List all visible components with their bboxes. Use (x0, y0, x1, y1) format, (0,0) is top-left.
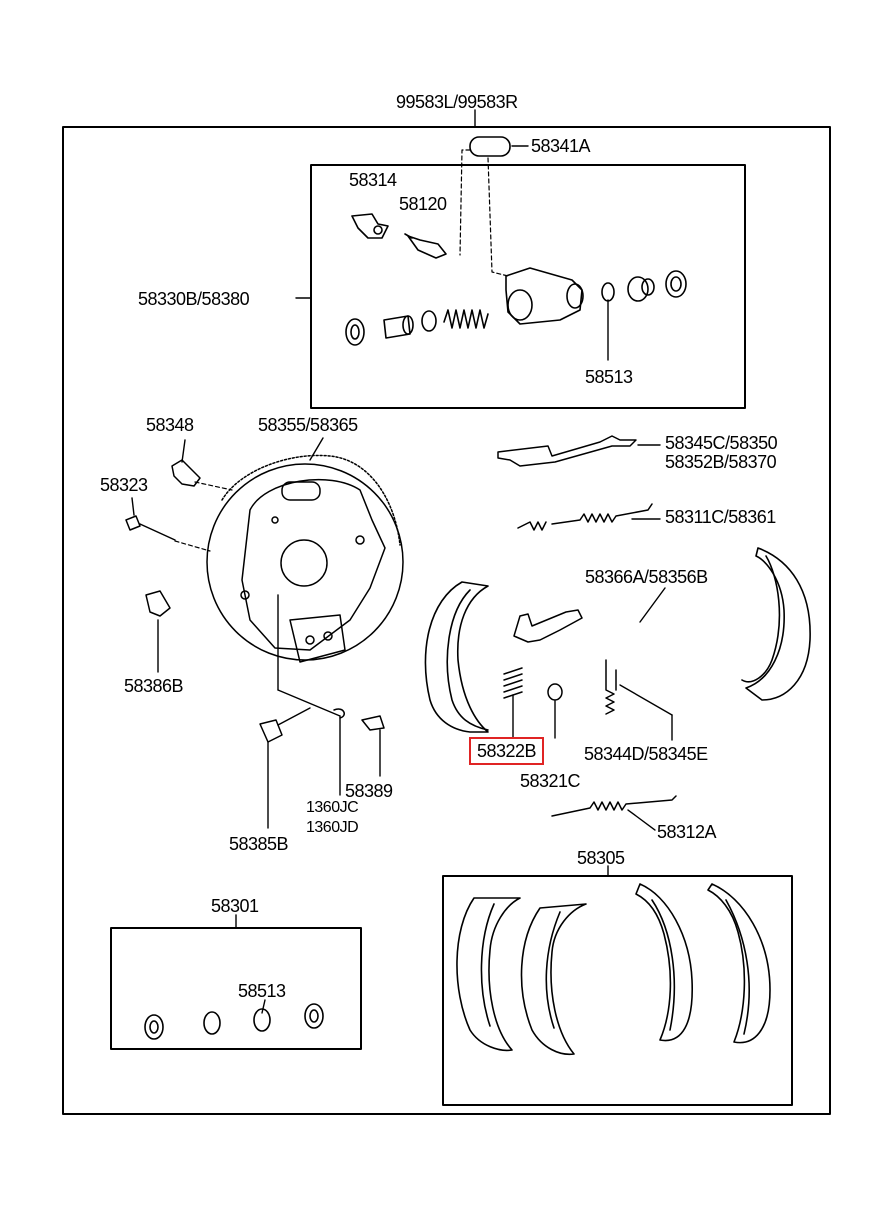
label-58323: 58323 (100, 475, 148, 495)
repair-kit-box (110, 927, 362, 1050)
label-58314: 58314 (349, 170, 397, 190)
label-58341A: 58341A (531, 136, 591, 156)
shoe-right-upper (745, 547, 811, 701)
lever-58366A (513, 609, 583, 643)
spring-58322B (503, 667, 523, 699)
wheel-cylinder-parts (345, 136, 687, 346)
label-58348: 58348 (146, 415, 194, 435)
cylinder-body (505, 267, 583, 325)
piston-right (627, 276, 649, 302)
spring-58344D (605, 659, 617, 715)
repair-kit-parts (144, 1003, 324, 1040)
bolt-58389 (361, 715, 385, 731)
wheel-cylinder-box (310, 164, 746, 409)
outer-frame (62, 126, 831, 1115)
cylinder-spring (443, 309, 489, 329)
bleeder-screw-58120 (407, 235, 447, 259)
label-58330B: 58330B/58380 (138, 289, 250, 309)
label-58389: 58389 (345, 781, 393, 801)
label-58344D: 58344D/58345E (584, 744, 708, 764)
clip-1360J (333, 708, 345, 719)
label-58385B: 58385B (229, 834, 289, 854)
label-58513-kit: 58513 (238, 981, 286, 1001)
plate-outline (206, 463, 404, 661)
label-58345C: 58345C/58350 (665, 433, 778, 453)
label-58322B: 58322B (469, 737, 545, 765)
seal-58513 (601, 282, 615, 302)
spring-58311C (517, 503, 653, 531)
label-58321C: 58321C (520, 771, 581, 791)
label-58366A: 58366A/58356B (585, 567, 708, 587)
shoe-left-58322 (424, 581, 489, 733)
bolt-58348 (171, 459, 201, 487)
label-58305: 58305 (577, 848, 625, 868)
label-58355: 58355/58365 (258, 415, 358, 435)
label-58513-top: 58513 (585, 367, 633, 387)
retainer-58321C (547, 683, 563, 701)
spring-58312A (551, 795, 677, 817)
label-1360JC: 1360JC (306, 799, 359, 816)
label-58311C: 58311C/58361 (665, 507, 776, 527)
plate-rim (221, 454, 401, 546)
leader-lines (131, 109, 673, 1014)
label-58352B: 58352B/58370 (665, 452, 777, 472)
label-1360JD: 1360JD (306, 819, 359, 836)
piston (383, 315, 411, 339)
adjuster-and-springs (497, 435, 677, 817)
dust-cap-58341A (469, 136, 511, 157)
label-58386B: 58386B (124, 676, 184, 696)
label-58301: 58301 (211, 896, 259, 916)
cup-ring (345, 318, 365, 346)
bolt-58323 (125, 515, 141, 531)
label-99583: 99583L/99583R (396, 92, 518, 112)
plug-58385B (259, 719, 283, 743)
seal (421, 310, 437, 332)
label-58312A: 58312A (657, 822, 717, 842)
dashed-leaders (174, 149, 509, 552)
boot-right (665, 270, 687, 298)
grommet-58386B (145, 590, 171, 617)
adjuster-58345C (497, 435, 637, 467)
backing-plate-parts (125, 454, 404, 743)
brake-shoes (424, 547, 811, 1056)
hub-hole (280, 539, 328, 587)
brake-shoe-kit-box (442, 875, 793, 1106)
bleeder-bracket-58314 (351, 213, 389, 239)
label-58120: 58120 (399, 194, 447, 214)
plate-inner (241, 478, 386, 651)
